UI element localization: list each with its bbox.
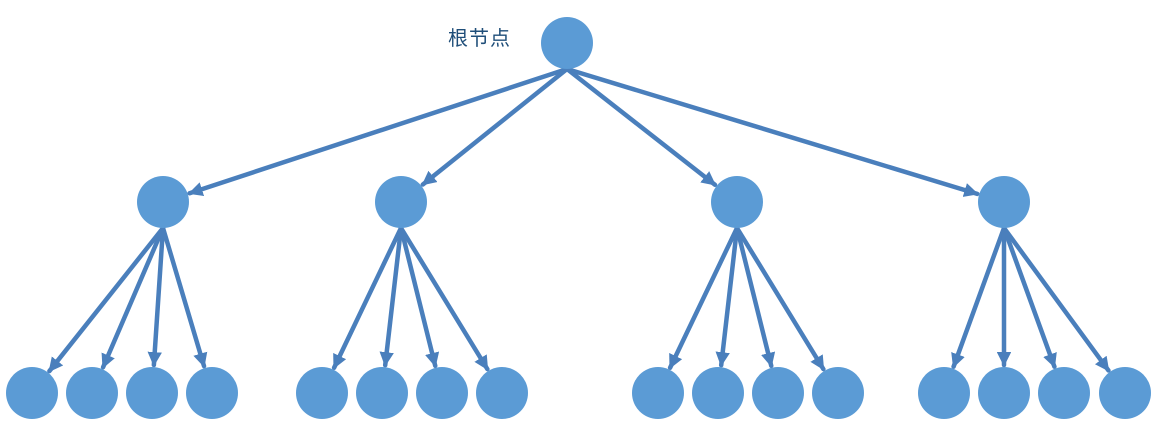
node-c1 [137, 176, 189, 228]
node-c2-4 [476, 367, 528, 419]
node-c1-4 [186, 367, 238, 419]
edge-c3-to-c3-3 [734, 225, 776, 369]
node-c2 [375, 176, 427, 228]
node-c4-2 [978, 367, 1030, 419]
node-c1-3 [126, 367, 178, 419]
node-c2-2 [356, 367, 408, 419]
edge-root-to-c3 [564, 66, 718, 187]
node-c3 [711, 176, 763, 228]
node-c2-3 [416, 367, 468, 419]
node-c4-1 [918, 367, 970, 419]
node-c3-1 [632, 367, 684, 419]
node-c1-1 [6, 367, 58, 419]
edge-c1-to-c1-3 [147, 225, 166, 368]
edge-c4-to-c4-1 [951, 225, 1007, 369]
edge-c1-to-c1-4 [160, 225, 208, 369]
node-c4-4 [1099, 367, 1151, 419]
edge-root-to-c2 [420, 66, 570, 187]
edge-root-to-c4 [564, 66, 980, 197]
node-c4 [978, 176, 1030, 228]
edge-c2-to-c2-3 [398, 225, 440, 369]
node-c2-1 [296, 367, 348, 419]
edge-c3-to-c3-4 [734, 225, 826, 372]
node-c3-2 [692, 367, 744, 419]
edge-c4-to-c4-3 [1001, 225, 1057, 369]
edge-c2-to-c2-1 [331, 225, 404, 370]
edge-c1-to-c1-1 [47, 225, 166, 374]
root-node [541, 17, 593, 69]
edge-c2-to-c2-4 [398, 225, 490, 372]
edge-c3-to-c3-1 [667, 225, 740, 370]
edge-c2-to-c2-2 [379, 225, 404, 368]
node-c3-4 [812, 367, 864, 419]
edge-c4-to-c4-4 [1001, 225, 1111, 373]
edge-root-to-c1 [187, 66, 570, 197]
edge-c1-to-c1-2 [100, 225, 166, 370]
root-node-label: 根节点 [448, 26, 511, 50]
node-c1-2 [66, 367, 118, 419]
node-c3-3 [752, 367, 804, 419]
node-c4-3 [1038, 367, 1090, 419]
nodes-layer [6, 17, 1151, 419]
edges-layer [47, 66, 1111, 374]
edge-c3-to-c3-2 [715, 225, 740, 368]
